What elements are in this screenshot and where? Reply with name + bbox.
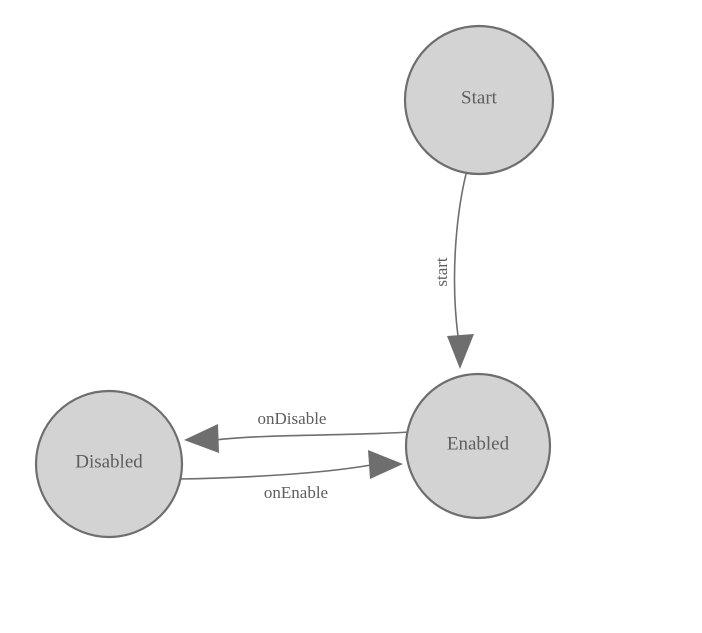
node-disabled-circle <box>34 389 184 539</box>
node-disabled-label: Disabled <box>75 451 143 472</box>
edge-enabled-to-disabled-path <box>214 431 410 441</box>
node-enabled[interactable]: Enabled <box>404 372 552 520</box>
node-start-circle <box>403 24 555 176</box>
edge-disabled-to-enabled-arrowhead-icon <box>368 450 403 479</box>
edge-enabled-to-disabled-arrowhead-icon <box>184 424 219 453</box>
edge-enabled-to-disabled[interactable]: onDisable <box>184 409 410 453</box>
edge-label-ondisable: onDisable <box>258 409 327 428</box>
edge-start-to-enabled[interactable]: start <box>432 173 474 369</box>
edge-disabled-to-enabled-path <box>177 464 372 480</box>
node-enabled-label: Enabled <box>447 433 510 454</box>
node-disabled[interactable]: Disabled <box>34 389 184 539</box>
edge-disabled-to-enabled[interactable]: onEnable <box>177 450 403 502</box>
edge-label-start: start <box>432 257 451 287</box>
node-start-label: Start <box>461 87 498 108</box>
node-enabled-circle <box>404 372 552 520</box>
edge-label-onenable: onEnable <box>264 483 328 502</box>
edge-start-to-enabled-arrowhead-icon <box>447 334 474 369</box>
edge-start-to-enabled-path <box>453 173 467 337</box>
node-start[interactable]: Start <box>403 24 555 176</box>
